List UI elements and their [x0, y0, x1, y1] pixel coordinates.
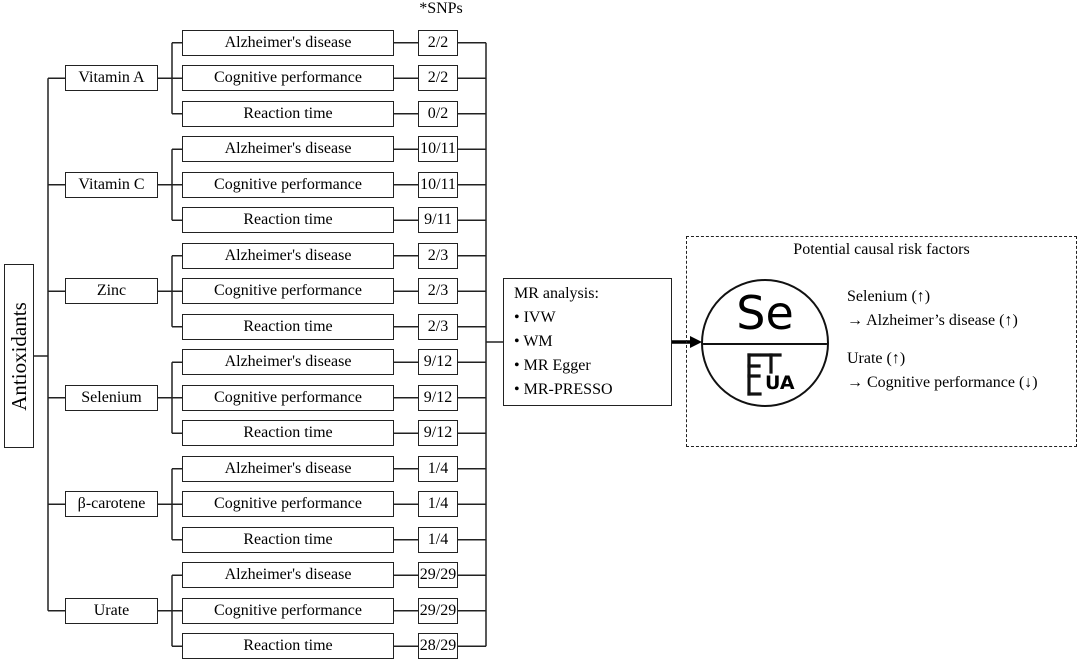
finding-selenium-effect: → Alzheimer’s disease (↑) — [847, 312, 1018, 329]
vitamin-a-outcome-cognitive-performance-box: Cognitive performance — [182, 65, 394, 92]
selenium-urate-emblem: Se UA — [701, 279, 829, 407]
mr-analysis-box: MR analysis: • IVW • WM • MR Egger • MR-… — [503, 278, 672, 406]
mr-method-ivw: • IVW — [514, 309, 556, 326]
zinc-outcome-reaction-time-box: Reaction time — [182, 313, 394, 340]
mr-method-wm: • WM — [514, 333, 553, 350]
mr-method-egger: • MR Egger — [514, 357, 591, 374]
carotene-reaction-time-snp-count: 1/4 — [418, 526, 458, 553]
zinc-outcome-cognitive-performance-box: Cognitive performance — [182, 278, 394, 305]
urate-node: Urate — [65, 597, 158, 624]
snps-header: *SNPs — [419, 0, 463, 17]
emblem-divider — [703, 343, 827, 345]
vitamin-c-alzheimer-s-disease-snp-count: 10/11 — [418, 136, 458, 163]
carotene-outcome-alzheimer-s-disease-box: Alzheimer's disease — [182, 455, 394, 482]
antioxidants-root-label: Antioxidants — [6, 301, 31, 411]
urate-cognitive-performance-snp-count: 29/29 — [418, 597, 458, 624]
finding-selenium-exposure: Selenium (↑) — [847, 288, 931, 305]
carotene-outcome-cognitive-performance-box: Cognitive performance — [182, 491, 394, 518]
vitamin-c-node: Vitamin C — [65, 171, 158, 198]
selenium-outcome-alzheimer-s-disease-box: Alzheimer's disease — [182, 349, 394, 376]
selenium-alzheimer-s-disease-snp-count: 9/12 — [418, 349, 458, 376]
selenium-outcome-cognitive-performance-box: Cognitive performance — [182, 384, 394, 411]
finding-urate-effect: → Cognitive performance (↓) — [847, 374, 1038, 391]
urate-outcome-reaction-time-box: Reaction time — [182, 633, 394, 660]
finding-urate-exposure: Urate (↑) — [847, 350, 906, 367]
zinc-alzheimer-s-disease-snp-count: 2/3 — [418, 242, 458, 269]
mr-analysis-title: MR analysis: — [514, 285, 599, 302]
selenium-cognitive-performance-snp-count: 9/12 — [418, 384, 458, 411]
vitamin-a-cognitive-performance-snp-count: 2/2 — [418, 65, 458, 92]
carotene-cognitive-performance-snp-count: 1/4 — [418, 491, 458, 518]
zinc-reaction-time-snp-count: 2/3 — [418, 313, 458, 340]
vitamin-c-cognitive-performance-snp-count: 10/11 — [418, 171, 458, 198]
results-title: Potential causal risk factors — [793, 241, 970, 258]
urate-outcome-cognitive-performance-box: Cognitive performance — [182, 597, 394, 624]
vitamin-a-outcome-reaction-time-box: Reaction time — [182, 100, 394, 127]
vitamin-a-alzheimer-s-disease-snp-count: 2/2 — [418, 29, 458, 56]
urate-flask-icon — [747, 353, 782, 396]
zinc-node: Zinc — [65, 278, 158, 305]
urate-reaction-time-snp-count: 28/29 — [418, 633, 458, 660]
vitamin-a-node: Vitamin A — [65, 65, 158, 92]
emblem-selenium-symbol: Se — [736, 286, 794, 340]
vitamin-c-outcome-alzheimer-s-disease-box: Alzheimer's disease — [182, 136, 394, 163]
vitamin-c-outcome-reaction-time-box: Reaction time — [182, 207, 394, 234]
zinc-outcome-alzheimer-s-disease-box: Alzheimer's disease — [182, 242, 394, 269]
vitamin-a-outcome-alzheimer-s-disease-box: Alzheimer's disease — [182, 29, 394, 56]
selenium-reaction-time-snp-count: 9/12 — [418, 420, 458, 447]
urate-outcome-alzheimer-s-disease-box: Alzheimer's disease — [182, 562, 394, 589]
selenium-node: Selenium — [65, 384, 158, 411]
antioxidants-root-box: Antioxidants — [4, 264, 34, 448]
emblem-urate-symbol: UA — [765, 372, 795, 394]
potential-causal-risk-factors-panel: Potential causal risk factors Se UA Sele… — [686, 236, 1077, 447]
selenium-outcome-reaction-time-box: Reaction time — [182, 420, 394, 447]
carotene-node: β-carotene — [65, 491, 158, 518]
urate-alzheimer-s-disease-snp-count: 29/29 — [418, 562, 458, 589]
carotene-alzheimer-s-disease-snp-count: 1/4 — [418, 455, 458, 482]
carotene-outcome-reaction-time-box: Reaction time — [182, 526, 394, 553]
mr-method-presso: • MR-PRESSO — [514, 381, 613, 398]
zinc-cognitive-performance-snp-count: 2/3 — [418, 278, 458, 305]
vitamin-c-reaction-time-snp-count: 9/11 — [418, 207, 458, 234]
vitamin-c-outcome-cognitive-performance-box: Cognitive performance — [182, 171, 394, 198]
vitamin-a-reaction-time-snp-count: 0/2 — [418, 100, 458, 127]
